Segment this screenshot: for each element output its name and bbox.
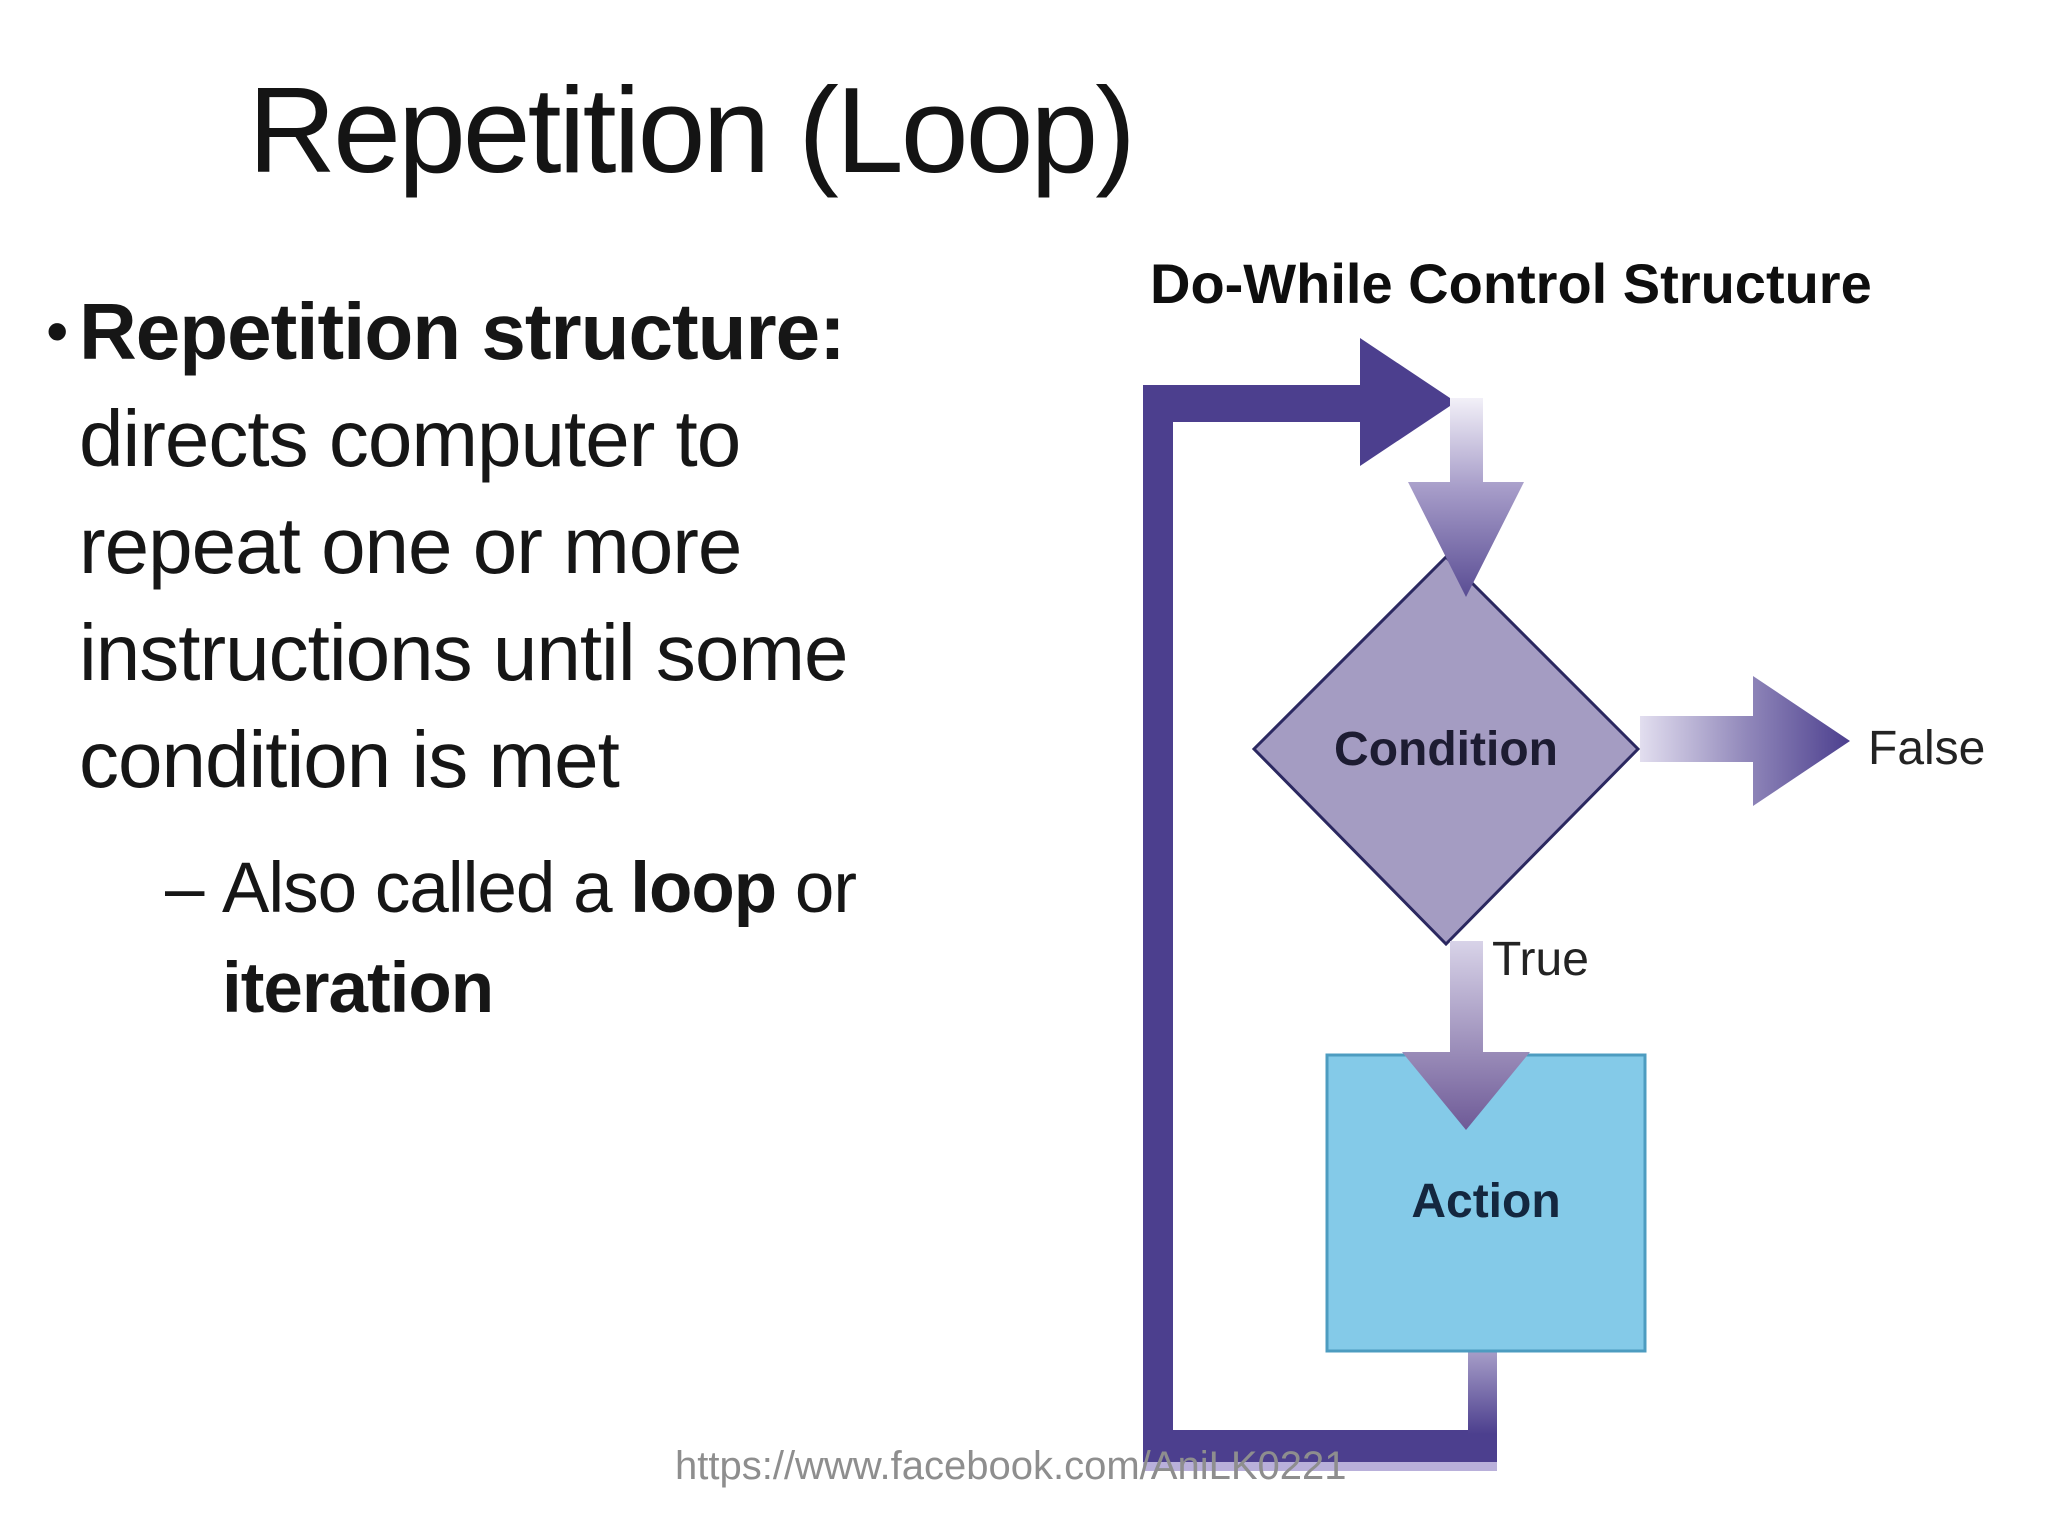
sub-text-iteration: iteration — [222, 949, 494, 1028]
sub-text-part1: Also called a — [222, 849, 631, 928]
false-arrow — [1640, 676, 1850, 806]
action-exit-stem — [1468, 1350, 1497, 1434]
loop-bottom-highlight — [1143, 1462, 1497, 1471]
loop-bottom-bar — [1143, 1430, 1497, 1462]
sub-bullet: – Also called a loop or iteration — [165, 839, 1060, 1039]
bullet-list: • Repetition structure: directs computer… — [0, 278, 1060, 1039]
main-bullet-text: Repetition structure: directs computer t… — [79, 278, 974, 813]
condition-diamond — [1251, 554, 1641, 947]
false-label: False — [1868, 722, 1985, 775]
footer-url: https://www.facebook.com/AniLK0221 — [675, 1444, 1347, 1488]
diagram-title: Do-While Control Structure — [1150, 252, 1872, 315]
true-arrow-into-action — [1402, 941, 1530, 1130]
entry-arrow-into-condition — [1408, 398, 1524, 597]
condition-label: Condition — [1334, 723, 1558, 776]
loop-left-bar — [1143, 385, 1173, 1462]
sub-text-part2: or — [776, 849, 857, 928]
page-title: Repetition (Loop) — [248, 62, 1136, 198]
sub-bullet-marker: – — [165, 849, 205, 928]
bullet-lead-bold: Repetition structure: — [79, 287, 846, 376]
sub-text-loop: loop — [630, 849, 777, 928]
bullet-body: directs computer to repeat one or more i… — [79, 394, 848, 804]
sub-bullet-text: Also called a loop or iteration — [222, 839, 967, 1039]
loop-arrowhead — [1360, 338, 1456, 466]
bullet-marker: • — [46, 295, 69, 367]
loop-back-path — [1143, 338, 1497, 1471]
main-bullet: • Repetition structure: directs computer… — [0, 278, 1060, 813]
action-label: Action — [1411, 1175, 1560, 1228]
true-label: True — [1492, 933, 1589, 986]
loop-top-bar — [1143, 385, 1360, 422]
